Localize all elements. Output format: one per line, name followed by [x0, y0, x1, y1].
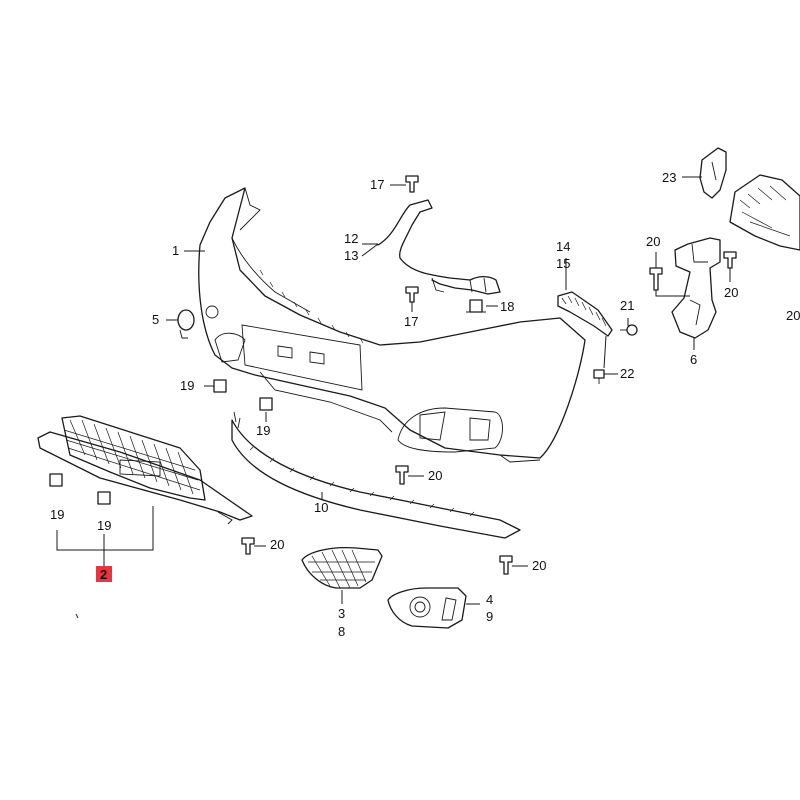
cap-5-part	[177, 309, 195, 339]
bolt-20-left-part	[241, 537, 255, 555]
callout-19-d: 19	[97, 518, 111, 533]
callout-18: 18	[500, 299, 514, 314]
callout-2-highlighted: 2	[100, 567, 107, 582]
callout-19-b: 19	[256, 423, 270, 438]
callout-13: 13	[344, 248, 358, 263]
callout-20-upper-left: 20	[646, 234, 660, 249]
callout-9: 9	[486, 609, 493, 624]
fog-garnish-left-part	[301, 546, 383, 589]
callout-19-a: 19	[180, 378, 194, 393]
callout-20-upper-right: 20	[724, 285, 738, 300]
bumper-cover-part	[198, 187, 586, 463]
absorber-part	[729, 174, 800, 251]
bracket-23-part	[699, 147, 727, 199]
fog-garnish-right-part	[387, 587, 467, 629]
clip-18-part	[466, 299, 486, 313]
stray-mark	[75, 613, 79, 619]
callout-19-c: 19	[50, 507, 64, 522]
callout-10: 10	[314, 500, 328, 515]
callout-15: 15	[556, 256, 570, 271]
bolt-20-upper-left-part	[649, 267, 663, 291]
bolt-20-upper-right-part	[723, 251, 737, 269]
callout-8: 8	[338, 624, 345, 639]
bolt-20-center-part	[395, 465, 409, 485]
callout-23: 23	[662, 170, 676, 185]
callout-20-center: 20	[428, 468, 442, 483]
callout-5: 5	[152, 312, 159, 327]
nut-19-mid-part	[259, 397, 273, 411]
callout-20-left: 20	[270, 537, 284, 552]
screw-22-part	[593, 369, 605, 384]
leader-lines	[56, 176, 731, 605]
bracket-14-part	[557, 291, 613, 337]
wire-harness-part	[377, 199, 501, 295]
callout-4: 4	[486, 592, 493, 607]
callout-labels: 1 5 19 19 17 12 13 17 18 14 15 21 22 23 …	[50, 170, 800, 639]
callout-1: 1	[172, 243, 179, 258]
callout-17-lower: 17	[404, 314, 418, 329]
callout-3: 3	[338, 606, 345, 621]
clip-17-lower-part	[405, 286, 419, 303]
bolt-20-right-part	[499, 555, 513, 575]
callout-22: 22	[620, 366, 634, 381]
callout-17-top: 17	[370, 177, 384, 192]
lower-grille-part	[37, 415, 253, 525]
callout-20-edge: 20	[786, 308, 800, 323]
callout-14: 14	[556, 239, 570, 254]
nut-19-grille-a-part	[49, 473, 63, 487]
clip-17-top-part	[405, 175, 419, 193]
callout-20-right: 20	[532, 558, 546, 573]
lower-lip-10-part	[231, 411, 521, 539]
nut-19-left-part	[213, 379, 227, 393]
callout-6: 6	[690, 352, 697, 367]
highlight-box	[96, 566, 112, 582]
nut-19-grille-b-part	[97, 491, 111, 505]
callout-21: 21	[620, 298, 634, 313]
side-bracket-6-part	[671, 237, 721, 339]
callout-12: 12	[344, 231, 358, 246]
bolt-21-part	[620, 324, 638, 336]
